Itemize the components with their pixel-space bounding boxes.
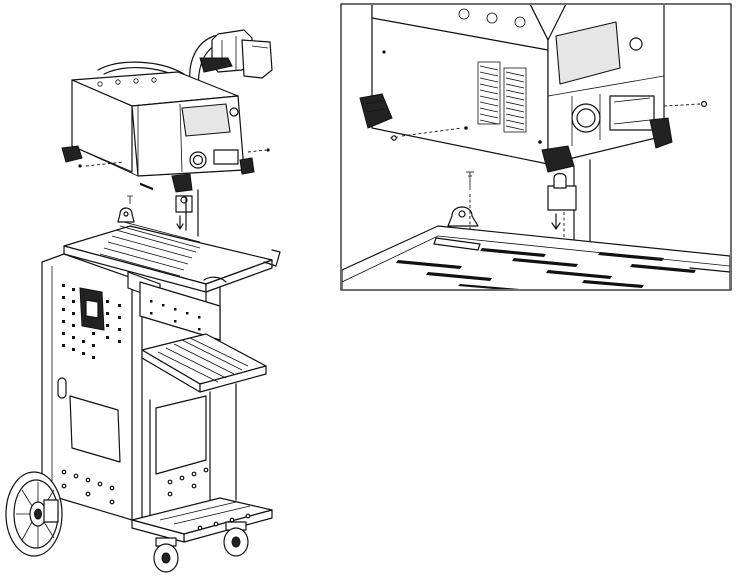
detail-view [340,3,732,291]
vent-slots [140,182,153,191]
wheel-icon [5,471,63,557]
caster-icon [153,521,249,573]
handle-icon [97,61,185,75]
gun-holder [189,29,273,97]
screw-icon-detail [466,171,474,190]
shelf-slots [99,221,201,277]
welder-unit [61,61,270,193]
screw-icon [127,195,133,204]
main-view [5,29,281,573]
trolley-frame [41,221,281,543]
bracket-icon [117,195,193,230]
arrow-down-icon [176,215,184,230]
shelf-slots-detail [396,248,696,289]
vent-slots-detail [477,61,527,133]
